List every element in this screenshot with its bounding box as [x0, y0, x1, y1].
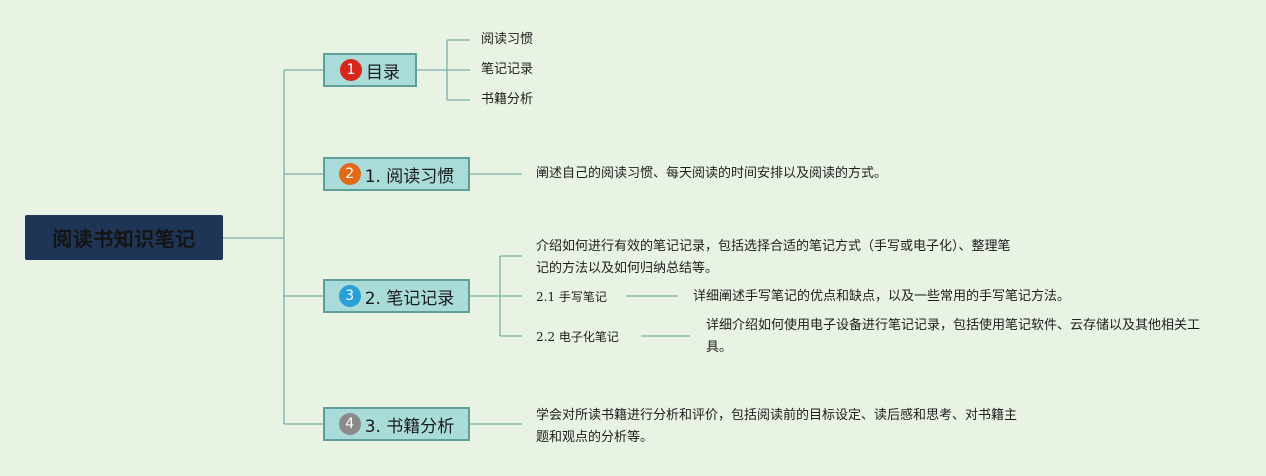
reading-habits-desc[interactable]: 阐述自己的阅读习惯、每天阅读的时间安排以及阅读的方式。: [536, 166, 888, 181]
number-1-icon: 1: [340, 59, 362, 81]
digital-notes-desc[interactable]: 详细介绍如何使用电子设备进行笔记记录，包括使用笔记软件、云存储以及其他相关工具。: [706, 318, 1201, 355]
number-3-icon: 3: [338, 285, 361, 307]
branch-toc[interactable]: 1 目录: [323, 53, 417, 87]
toc-item-reading-habits[interactable]: 阅读习惯: [481, 32, 534, 47]
branch-label: 2. 笔记记录: [364, 288, 455, 309]
book-analysis-desc[interactable]: 学会对所读书籍进行分析和评价，包括阅读前的目标设定、读后感和思考、对书籍主题和观…: [536, 408, 1018, 445]
branch-book-analysis[interactable]: 4 3. 书籍分析: [323, 407, 470, 441]
branch-note-taking[interactable]: 3 2. 笔记记录: [323, 279, 470, 313]
toc-item-book-analysis[interactable]: 书籍分析: [481, 92, 534, 107]
root-topic[interactable]: 阅读书知识笔记: [25, 215, 223, 260]
branch-label: 1. 阅读习惯: [364, 166, 455, 187]
number-2-icon: 2: [338, 163, 361, 185]
branch-label: 3. 书籍分析: [364, 416, 455, 437]
toc-item-notes[interactable]: 笔记记录: [481, 62, 534, 77]
sub-digital-notes[interactable]: 2.2 电子化笔记: [536, 330, 619, 344]
branch-label: 目录: [366, 62, 400, 83]
branch-reading-habits[interactable]: 2 1. 阅读习惯: [323, 157, 470, 191]
handwritten-notes-desc[interactable]: 详细阐述手写笔记的优点和缺点，以及一些常用的手写笔记方法。: [693, 289, 1071, 304]
root-label: 阅读书知识笔记: [52, 227, 196, 251]
notes-ticks: [500, 255, 522, 337]
number-4-icon: 4: [338, 413, 361, 435]
note-taking-desc[interactable]: 介绍如何进行有效的笔记记录，包括选择合适的笔记方式（手写或电子化）、整理笔记的方…: [536, 239, 1011, 276]
toc-ticks: [447, 39, 470, 101]
sub-handwritten-notes[interactable]: 2.1 手写笔记: [536, 290, 607, 304]
